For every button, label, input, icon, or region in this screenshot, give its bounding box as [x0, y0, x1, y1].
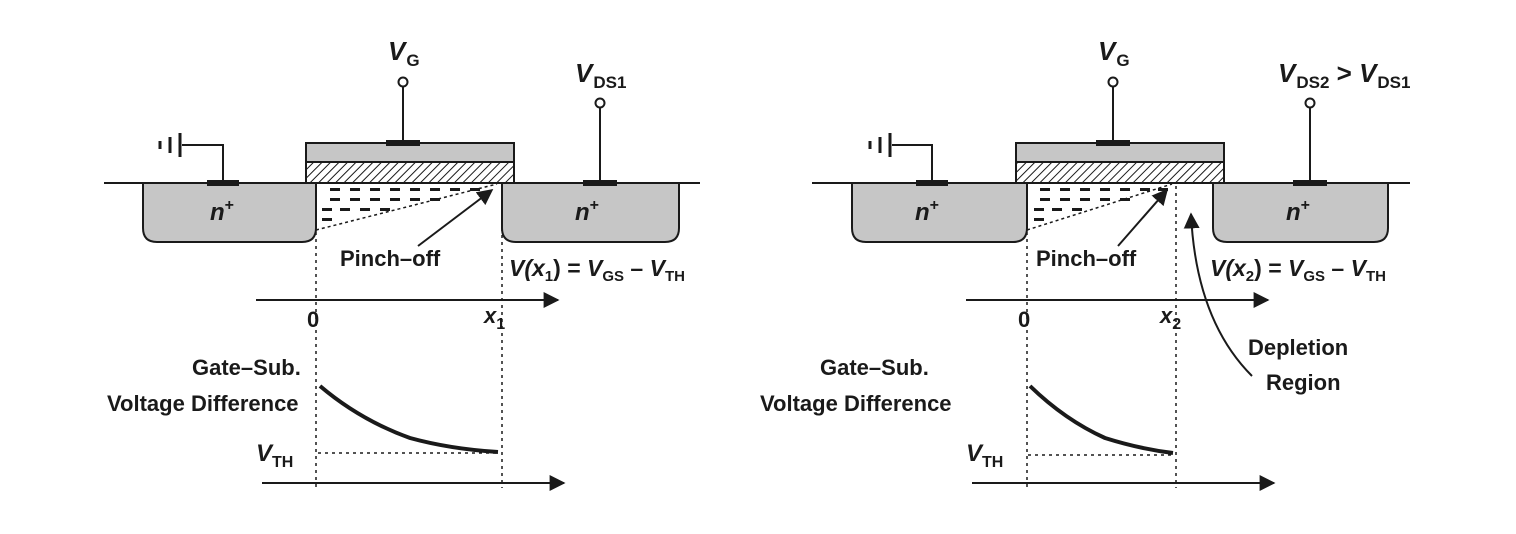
axis-origin-label: 0 [307, 307, 319, 332]
source-lead [892, 144, 933, 180]
source-contact [207, 180, 239, 186]
right-diagram [812, 76, 1410, 491]
pinchoff-arrow [1117, 188, 1169, 247]
axis-x1-label: x1 [483, 303, 505, 333]
pinchoff-arrow [417, 189, 494, 247]
gate-terminal [1107, 76, 1119, 88]
channel-electrons [322, 188, 480, 221]
pinchoff-label: Pinch–off [1036, 246, 1137, 271]
source-n-plus-region [851, 182, 1028, 243]
drain-region-label: n+ [1286, 197, 1310, 226]
inversion-channel-boundary [1026, 183, 1173, 231]
drain-voltage-label: VDS1 [575, 58, 626, 92]
plot-label-line1: Gate–Sub. [820, 355, 929, 380]
depletion-label-line1: Depletion [1248, 335, 1348, 360]
source-contact [916, 180, 948, 186]
gate-sub-voltage-curve [318, 384, 499, 454]
ground-icon [868, 133, 892, 157]
drain-n-plus-region [501, 182, 680, 243]
source-region-label: n+ [210, 197, 234, 226]
plot-label-line2: Voltage Difference [760, 391, 952, 416]
ground-icon [158, 133, 182, 157]
depletion-label-line2: Region [1266, 370, 1341, 395]
drain-region-label: n+ [575, 197, 599, 226]
drain-voltage-label: VDS2 > VDS1 [1278, 58, 1410, 92]
source-lead [182, 144, 224, 180]
gate-contact [386, 140, 420, 146]
pinchoff-label: Pinch–off [340, 246, 441, 271]
gate-contact [1096, 140, 1130, 146]
source-n-plus-region [142, 182, 317, 243]
axis-x2-label: x2 [1159, 303, 1181, 333]
depletion-region-arrow [1183, 212, 1253, 377]
axis-origin-label: 0 [1018, 307, 1030, 332]
pinchoff-voltage-equation: V(x2) = VGS – VTH [1210, 255, 1386, 285]
drain-n-plus-region [1212, 182, 1389, 243]
vth-label: VTH [256, 440, 293, 471]
gate-oxide [305, 161, 515, 184]
inversion-channel-boundary [315, 183, 498, 231]
gate-terminal [397, 76, 409, 88]
gate-oxide [1015, 161, 1225, 184]
drain-contact [1293, 180, 1327, 186]
pinchoff-voltage-equation: V(x1) = VGS – VTH [509, 255, 685, 285]
left-diagram [104, 76, 700, 491]
drain-terminal [594, 97, 606, 109]
gate-voltage-label: VG [388, 36, 420, 70]
channel-electrons [1034, 188, 1168, 221]
plot-label-line1: Gate–Sub. [192, 355, 301, 380]
plot-label-line2: Voltage Difference [107, 391, 299, 416]
vth-label: VTH [966, 440, 1003, 471]
drain-contact [583, 180, 617, 186]
gate-voltage-label: VG [1098, 36, 1130, 70]
drain-terminal [1304, 97, 1316, 109]
gate-sub-voltage-curve [1028, 384, 1174, 455]
source-region-label: n+ [915, 197, 939, 226]
